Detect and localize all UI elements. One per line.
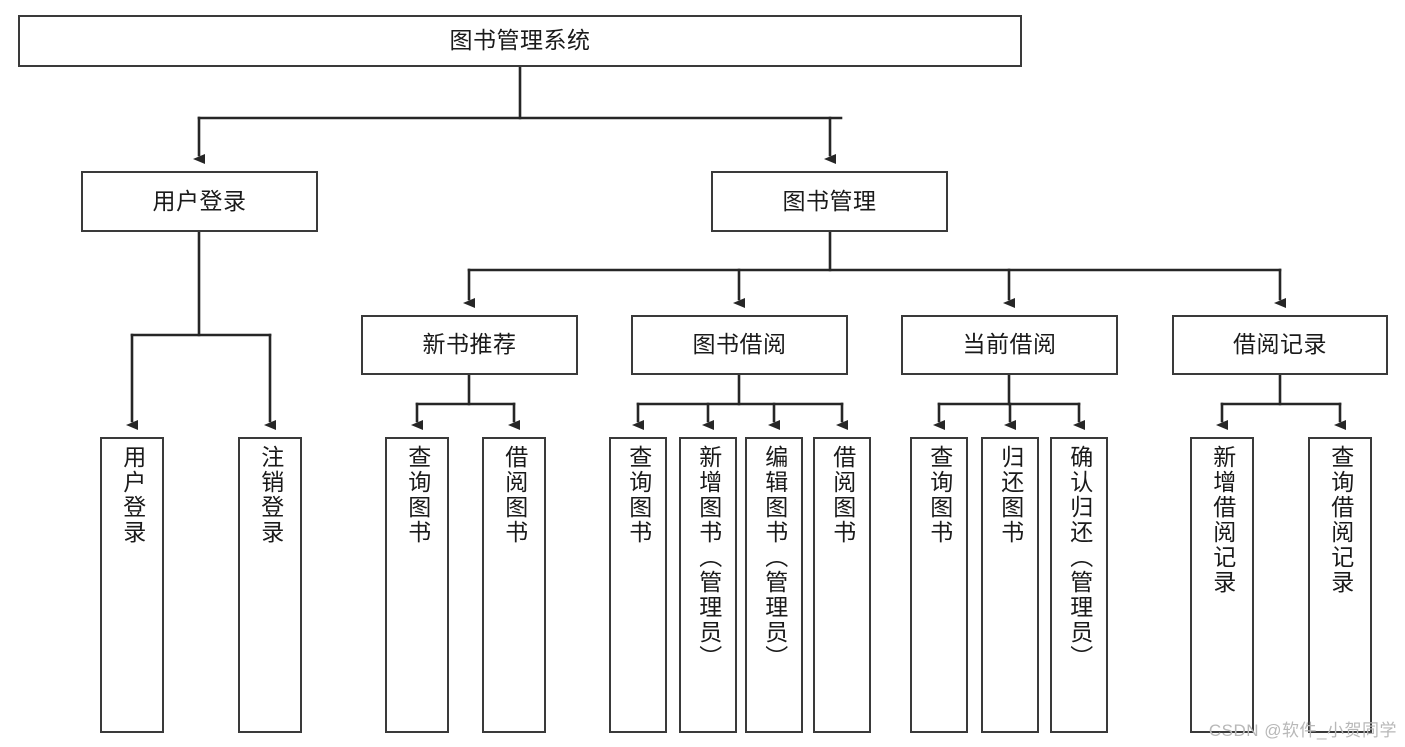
node-label: 借阅图书: [501, 445, 528, 545]
node-borrow-record[interactable]: 借阅记录: [1172, 315, 1388, 375]
node-book-management[interactable]: 图书管理: [711, 171, 948, 232]
node-label: 确认归还（管理员）: [1066, 445, 1093, 670]
node-label: 新增图书（管理员）: [695, 445, 722, 670]
node-label: 编辑图书（管理员）: [761, 445, 788, 670]
node-label: 归还图书: [997, 445, 1024, 545]
node-label: 查询图书: [404, 445, 431, 545]
leaf-node-query-book-new-recommend[interactable]: 查询图书: [385, 437, 449, 733]
node-label: 图书管理: [782, 187, 877, 214]
leaf-node-add-book-admin[interactable]: 新增图书（管理员）: [679, 437, 737, 733]
node-label: 用户登录: [152, 187, 247, 214]
node-user-login[interactable]: 用户登录: [81, 171, 318, 232]
node-current-borrow[interactable]: 当前借阅: [901, 315, 1118, 375]
node-label: 新增借阅记录: [1209, 445, 1236, 595]
node-label: 新书推荐: [422, 331, 517, 358]
leaf-node-query-book-borrow[interactable]: 查询图书: [609, 437, 667, 733]
leaf-node-borrow-book-new-recommend[interactable]: 借阅图书: [482, 437, 546, 733]
leaf-node-query-book-current[interactable]: 查询图书: [910, 437, 968, 733]
node-label: 查询图书: [625, 445, 652, 545]
leaf-node-edit-book-admin[interactable]: 编辑图书（管理员）: [745, 437, 803, 733]
node-label: 当前借阅: [962, 331, 1057, 358]
node-label: 图书管理系统: [449, 27, 591, 54]
node-label: 图书借阅: [692, 331, 787, 358]
node-new-book-recommend[interactable]: 新书推荐: [361, 315, 578, 375]
node-book-borrow[interactable]: 图书借阅: [631, 315, 848, 375]
leaf-node-borrow-book[interactable]: 借阅图书: [813, 437, 871, 733]
leaf-node-user-login[interactable]: 用户登录: [100, 437, 164, 733]
leaf-node-logout-login[interactable]: 注销登录: [238, 437, 302, 733]
node-root-book-management-system[interactable]: 图书管理系统: [18, 15, 1022, 67]
node-label: 用户登录: [119, 445, 146, 545]
leaf-node-add-borrow-record[interactable]: 新增借阅记录: [1190, 437, 1254, 733]
node-label: 查询借阅记录: [1327, 445, 1354, 595]
leaf-node-return-book[interactable]: 归还图书: [981, 437, 1039, 733]
node-label: 借阅记录: [1233, 331, 1327, 358]
leaf-node-query-borrow-record[interactable]: 查询借阅记录: [1308, 437, 1372, 733]
node-label: 注销登录: [257, 445, 284, 545]
leaf-node-confirm-return-admin[interactable]: 确认归还（管理员）: [1050, 437, 1108, 733]
node-label: 查询图书: [926, 445, 953, 545]
node-label: 借阅图书: [829, 445, 856, 545]
watermark-text: CSDN @软件_小贺同学: [1208, 721, 1397, 740]
